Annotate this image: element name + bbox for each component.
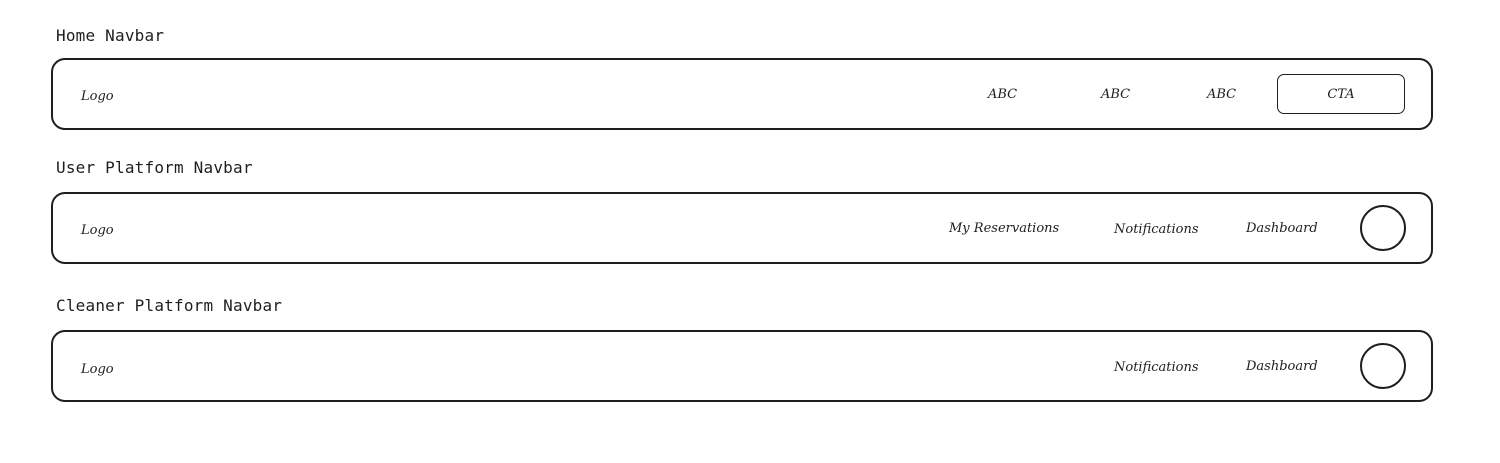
- avatar-icon[interactable]: [1360, 205, 1406, 251]
- nav-link-dashboard[interactable]: Dashboard: [1246, 221, 1318, 236]
- cta-button-label: CTA: [1327, 86, 1355, 102]
- home-logo[interactable]: Logo: [81, 89, 114, 104]
- nav-link-notifications[interactable]: Notifications: [1114, 360, 1199, 375]
- cleaner-logo[interactable]: Logo: [81, 362, 114, 377]
- nav-link-dashboard[interactable]: Dashboard: [1246, 359, 1318, 374]
- home-nav-link-1[interactable]: ABC: [988, 87, 1018, 102]
- nav-link-my-reservations[interactable]: My Reservations: [949, 221, 1060, 236]
- nav-link-notifications[interactable]: Notifications: [1114, 222, 1199, 237]
- cleaner-navbar: Logo Notifications Dashboard: [51, 330, 1433, 402]
- user-logo[interactable]: Logo: [81, 223, 114, 238]
- cta-button[interactable]: CTA: [1277, 74, 1405, 114]
- home-nav-link-2[interactable]: ABC: [1101, 87, 1131, 102]
- home-navbar-title: Home Navbar: [56, 26, 165, 45]
- user-navbar-title: User Platform Navbar: [56, 158, 253, 177]
- user-navbar: Logo My Reservations Notifications Dashb…: [51, 192, 1433, 264]
- cleaner-navbar-title: Cleaner Platform Navbar: [56, 296, 283, 315]
- home-navbar: Logo ABC ABC ABC CTA: [51, 58, 1433, 130]
- avatar-icon[interactable]: [1360, 343, 1406, 389]
- home-nav-link-3[interactable]: ABC: [1207, 87, 1237, 102]
